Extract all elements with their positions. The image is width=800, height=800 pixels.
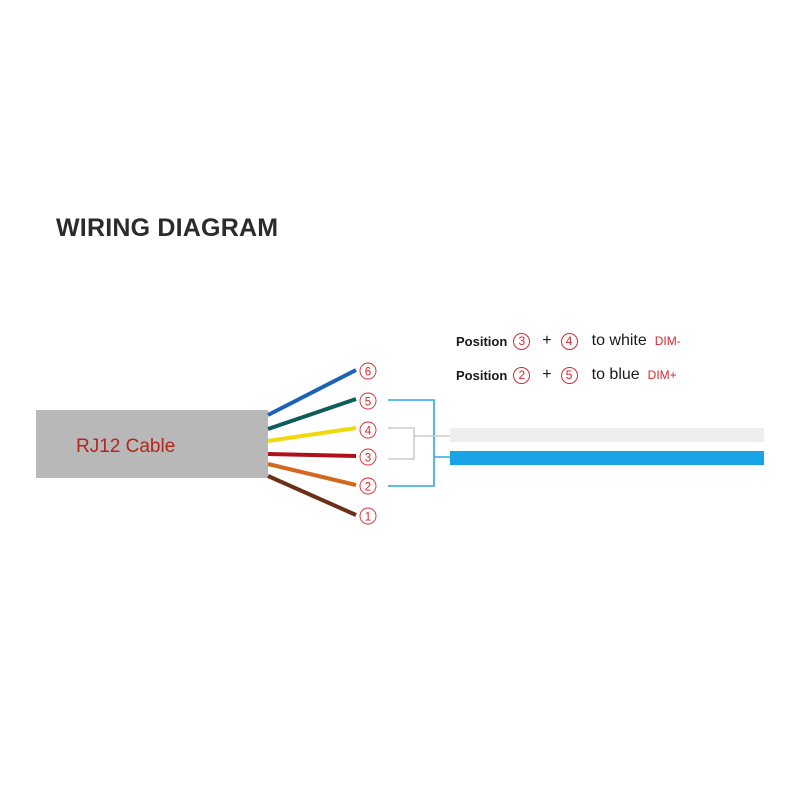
position-2-marker: 2: [359, 477, 377, 495]
position-4-number: 4: [365, 426, 372, 438]
wire-5: [267, 397, 357, 431]
position-5-number: 5: [365, 397, 371, 409]
plus-sign: +: [542, 366, 552, 383]
plus-sign: +: [542, 332, 552, 349]
position-1-marker: 1: [359, 507, 377, 525]
position-3-marker: 3: [359, 448, 377, 466]
wire-3: [267, 452, 357, 458]
connection-target: to white: [591, 332, 647, 349]
position-number-badge: 5: [560, 366, 578, 384]
wire-6: [267, 368, 357, 417]
bracket-positions-2-5: [388, 399, 450, 487]
position-numbers: 6 5 4 3 2 1: [359, 362, 377, 525]
position-4-marker: 4: [359, 421, 377, 439]
connection-note-blue: Position 2 + 5 to blue DIM+: [456, 363, 677, 387]
white-output-wire: [450, 428, 764, 442]
signal-label: DIM+: [647, 368, 677, 382]
blue-output-wire: [450, 451, 764, 465]
position-6-number: 6: [365, 367, 371, 379]
diagram-title: WIRING DIAGRAM: [56, 214, 279, 242]
wire-4: [267, 426, 357, 443]
rj12-cable-jacket: [36, 410, 268, 478]
connection-target: to blue: [591, 366, 640, 383]
position-number-badge: 3: [513, 332, 531, 350]
connection-note-label: Position: [456, 333, 508, 349]
bracket-positions-3-4: [388, 427, 450, 460]
position-number-badge: 2: [513, 366, 531, 384]
position-1-number: 1: [365, 512, 371, 524]
wires: [267, 368, 357, 517]
position-2-number: 2: [365, 482, 371, 494]
rj12-cable-label: RJ12 Cable: [76, 436, 175, 457]
signal-label: DIM-: [654, 334, 681, 348]
wire-1: [267, 474, 357, 517]
connection-note-label: Position: [456, 367, 508, 383]
position-number-badge: 4: [560, 332, 578, 350]
position-3-number: 3: [365, 453, 371, 465]
connection-note-white: Position 3 + 4 to white DIM-: [456, 329, 681, 353]
wire-2: [267, 462, 357, 487]
position-5-marker: 5: [359, 392, 377, 410]
position-6-marker: 6: [359, 362, 377, 380]
